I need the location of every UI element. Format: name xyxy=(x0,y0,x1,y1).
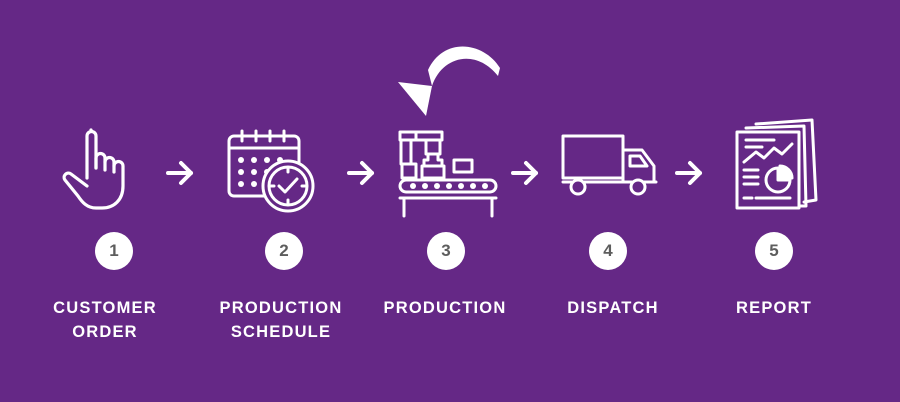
step-label-line: REPORT xyxy=(736,299,812,317)
step-number-badge: 1 xyxy=(95,232,133,270)
factory-conveyor-icon xyxy=(396,128,500,220)
curved-arrow-icon xyxy=(392,40,506,120)
step-label: PRODUCTION SCHEDULE xyxy=(196,296,366,344)
arrow-right-icon xyxy=(165,160,195,191)
step-label-line: PRODUCTION xyxy=(383,299,507,317)
report-document-icon xyxy=(734,118,818,214)
pointing-hand-icon xyxy=(60,128,130,212)
step-label: CUSTOMER ORDER xyxy=(20,296,190,344)
step-label: DISPATCH xyxy=(528,296,698,320)
calendar-clock-icon xyxy=(226,128,318,214)
arrow-right-icon xyxy=(674,160,704,191)
step-label: REPORT xyxy=(689,296,859,320)
arrow-right-icon xyxy=(510,160,540,191)
arrow-right-icon xyxy=(346,160,376,191)
step-label: PRODUCTION xyxy=(360,296,530,320)
step-number-badge: 4 xyxy=(589,232,627,270)
step-number-badge: 2 xyxy=(265,232,303,270)
step-label-line: ORDER xyxy=(72,323,138,341)
step-number-badge: 5 xyxy=(755,232,793,270)
step-label-line: DISPATCH xyxy=(567,299,659,317)
step-label-line: CUSTOMER xyxy=(53,299,157,317)
delivery-truck-icon xyxy=(560,132,660,198)
step-label-line: SCHEDULE xyxy=(230,323,332,341)
step-number-badge: 3 xyxy=(427,232,465,270)
step-label-line: PRODUCTION xyxy=(219,299,343,317)
